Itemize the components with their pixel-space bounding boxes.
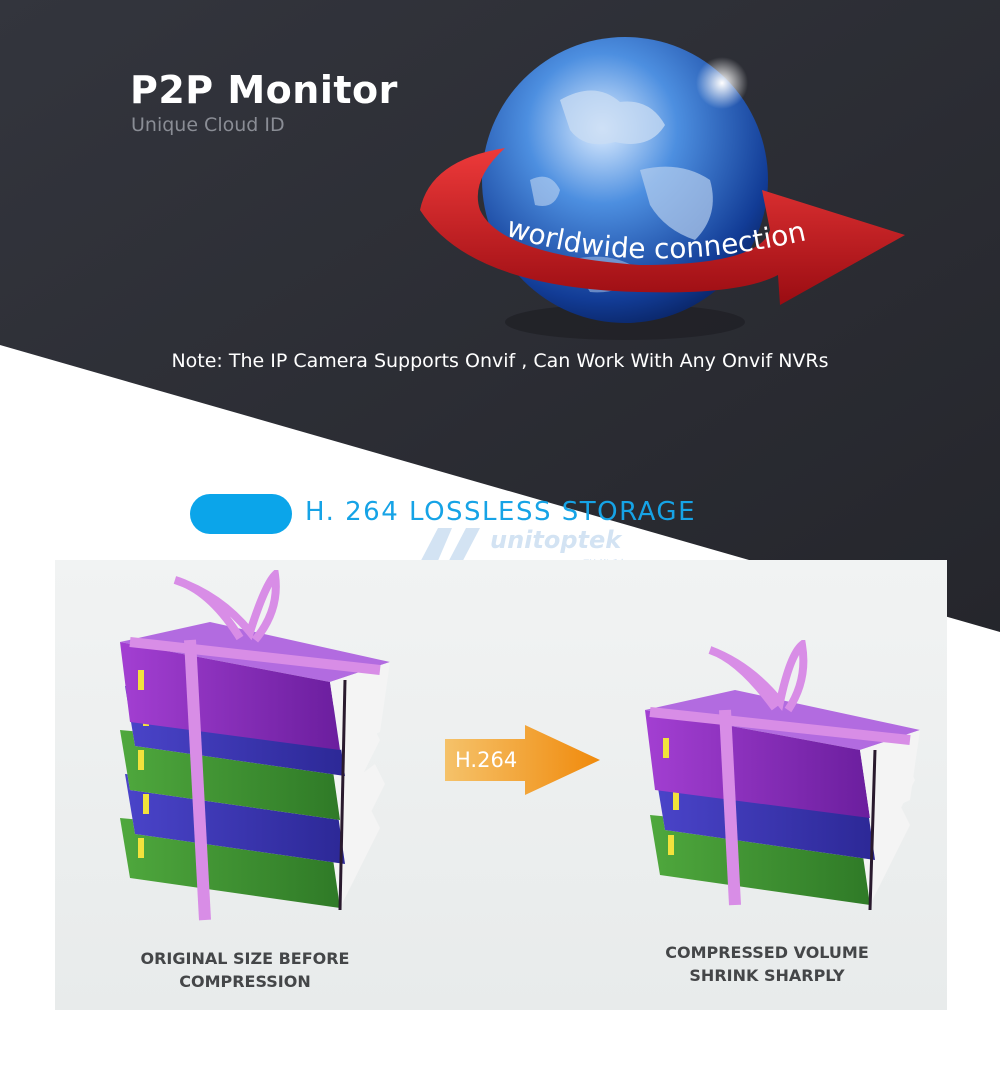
- caption-original-size: ORIGINAL SIZE BEFORE COMPRESSION: [110, 947, 380, 993]
- page-subtitle: Unique Cloud ID: [131, 114, 285, 136]
- books-stack-compressed: [645, 640, 920, 911]
- storage-section-heading: H. 264 LOSSLESS STORAGE: [305, 497, 696, 527]
- brand-logo-icon: [416, 528, 480, 570]
- caption-compressed: COMPRESSED VOLUME SHRINK SHARPLY: [632, 941, 902, 987]
- caption-compressed-line1: COMPRESSED VOLUME: [665, 943, 869, 962]
- h264-arrow: H.264: [445, 725, 600, 795]
- books-stack-original: [120, 570, 390, 921]
- globe-illustration: worldwide connection: [420, 37, 905, 340]
- caption-original-line2: COMPRESSION: [179, 972, 311, 991]
- h264-arrow-label: H.264: [455, 748, 517, 772]
- caption-original-line1: ORIGINAL SIZE BEFORE: [140, 949, 350, 968]
- caption-compressed-line2: SHRINK SHARPLY: [689, 966, 845, 985]
- watermark-brand: unitoptek: [490, 526, 622, 554]
- section-pill-marker: [190, 494, 292, 534]
- page-title: P2P Monitor: [130, 68, 398, 112]
- onvif-note: Note: The IP Camera Supports Onvif , Can…: [171, 350, 829, 372]
